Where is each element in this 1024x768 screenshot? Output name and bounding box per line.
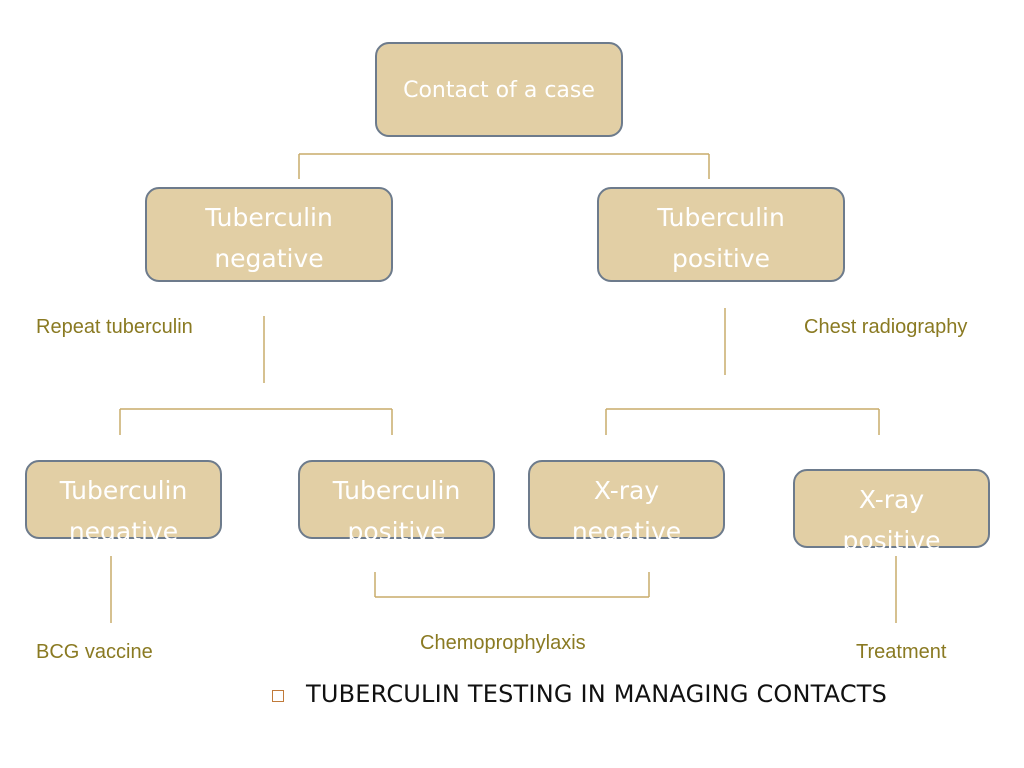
label-repeat-tuberculin: Repeat tuberculin [36, 316, 193, 338]
node-xray-positive-text: X-ray positive [842, 485, 941, 555]
label-chemoprophylaxis: Chemoprophylaxis [420, 632, 586, 654]
label-chest-radiography: Chest radiography [804, 316, 968, 338]
node-xray-negative: X-ray negative [528, 460, 725, 546]
node-tuberculin-positive-top: Tuberculin positive [597, 187, 845, 282]
node-xray-negative-text: X-ray negative [571, 476, 682, 546]
node-contact-of-a-case: Contact of a case [375, 42, 623, 137]
node-tuberculin-negative-bottom: Tuberculin negative [25, 460, 222, 546]
slide-caption: TUBERCULIN TESTING IN MANAGING CONTACTS [272, 680, 887, 708]
node-tuberculin-negative-top: Tuberculin negative [145, 187, 393, 282]
node-tuberculin-negative-top-text: Tuberculin negative [205, 203, 333, 273]
node-xray-positive: X-ray positive [793, 469, 990, 555]
square-bullet-icon [272, 690, 284, 702]
node-tuberculin-positive-bottom-text: Tuberculin positive [332, 476, 461, 546]
node-contact-of-a-case-text: Contact of a case [403, 78, 595, 103]
label-bcg-vaccine: BCG vaccine [36, 641, 153, 663]
node-tuberculin-positive-top-text: Tuberculin positive [657, 203, 785, 273]
label-treatment: Treatment [856, 641, 947, 663]
node-tuberculin-negative-bottom-text: Tuberculin negative [59, 476, 188, 546]
caption-text: TUBERCULIN TESTING IN MANAGING CONTACTS [306, 680, 888, 708]
node-tuberculin-positive-bottom: Tuberculin positive [298, 460, 495, 546]
